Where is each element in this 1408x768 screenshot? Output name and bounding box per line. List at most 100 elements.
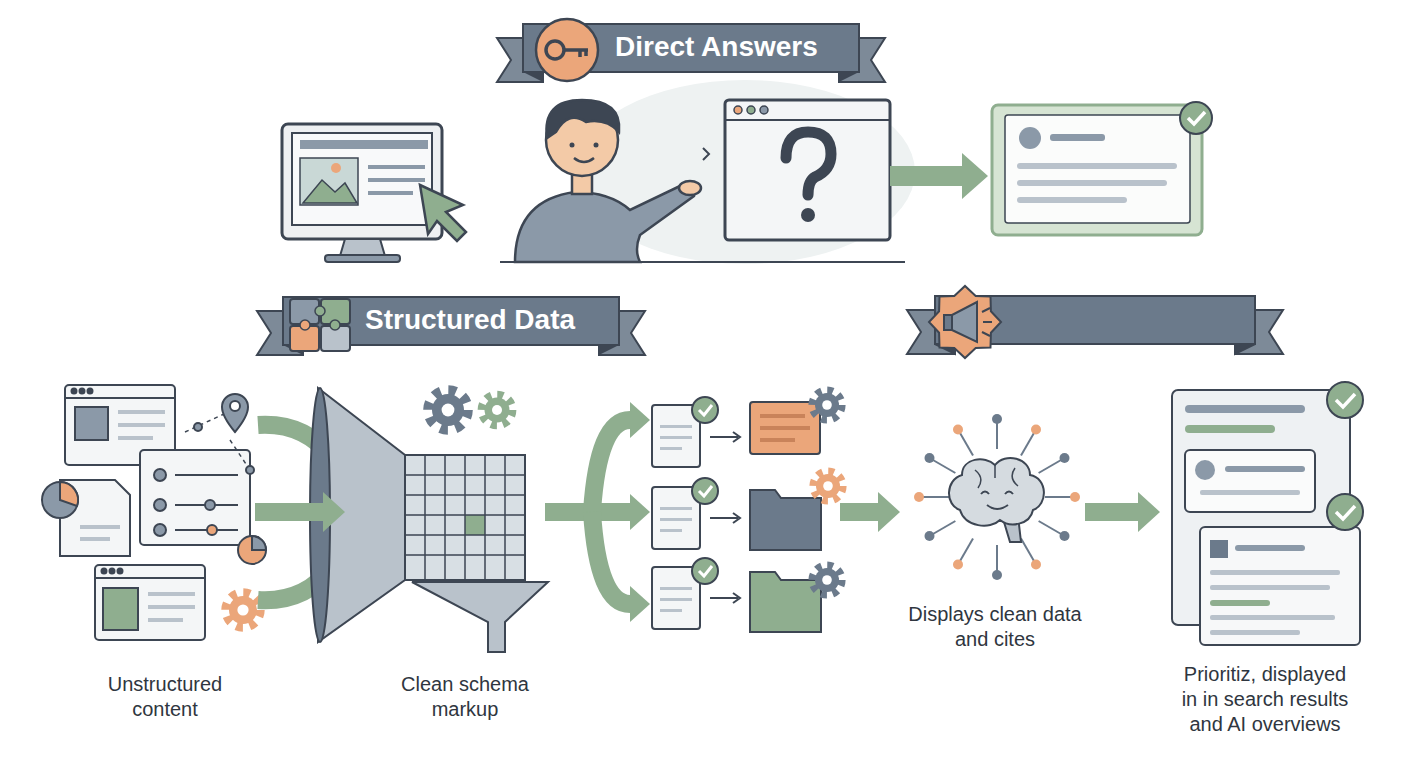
flow-connector	[1085, 492, 1160, 532]
content-icons	[194, 423, 202, 431]
content-icons	[80, 389, 85, 394]
checked-docs	[660, 529, 682, 532]
fork-arrows	[630, 586, 650, 622]
gear-icon	[429, 391, 467, 429]
content-icons	[102, 569, 107, 574]
brain-icon	[987, 505, 1008, 509]
empty-banner	[1235, 344, 1255, 354]
person-figure	[515, 100, 701, 262]
monitor-icon	[340, 239, 385, 256]
answer-card	[1188, 112, 1205, 124]
content-icons	[118, 569, 123, 574]
answer-card	[1017, 163, 1177, 169]
monitor-icon	[331, 163, 341, 173]
question-window	[801, 208, 815, 222]
person-figure	[546, 100, 619, 138]
content-icons	[80, 525, 120, 529]
content-icons	[95, 577, 205, 579]
content-icons	[65, 397, 175, 399]
checked-docs	[760, 426, 810, 430]
brain-icon	[1060, 531, 1070, 541]
results-page	[1210, 585, 1330, 590]
results-page	[1235, 545, 1305, 551]
brain-icon	[992, 570, 1002, 580]
answer-card	[1005, 115, 1190, 223]
empty-banner	[952, 302, 977, 342]
brain-icon	[925, 531, 935, 541]
content-icons	[148, 592, 195, 596]
checked-docs	[660, 518, 692, 521]
banner-title: Structured Data	[365, 302, 575, 338]
results-page	[1210, 600, 1270, 606]
answer-card	[992, 102, 1212, 235]
results-page	[1210, 630, 1300, 635]
gear-icon	[482, 395, 512, 425]
monitor-icon	[325, 255, 400, 262]
banner-shape	[546, 41, 564, 59]
checked-docs	[692, 478, 718, 504]
monitor-icon	[420, 185, 466, 241]
content-icons	[205, 500, 215, 510]
checked-docs	[760, 438, 795, 442]
brain-icon	[1031, 425, 1041, 435]
chevron-symbol	[703, 148, 709, 160]
results-page	[1210, 570, 1340, 575]
results-page	[1195, 460, 1215, 480]
content-icons	[110, 569, 115, 574]
content-icons	[154, 524, 166, 536]
results-page	[1185, 425, 1275, 433]
results-page	[1200, 527, 1360, 645]
content-icons	[88, 389, 93, 394]
banner-shape	[839, 72, 859, 82]
checked-docs	[750, 490, 821, 550]
content-icons	[154, 469, 166, 481]
results-page	[1327, 382, 1363, 418]
content-icons	[60, 480, 130, 556]
brain-icon	[953, 560, 963, 570]
answer-card	[1019, 127, 1041, 149]
content-icons	[246, 466, 254, 474]
content-icons	[42, 385, 266, 640]
checked-docs	[699, 566, 712, 576]
flow-arrow	[840, 492, 900, 532]
content-icons	[75, 407, 108, 440]
checked-docs	[699, 486, 712, 496]
checked-docs	[750, 572, 821, 632]
content-icons	[95, 565, 205, 640]
content-icons	[252, 536, 266, 550]
banner-shape	[536, 19, 598, 81]
banner-shape	[564, 50, 588, 57]
funnel-shape	[405, 455, 525, 580]
content-icons	[118, 436, 153, 440]
brain-icon	[919, 419, 1075, 575]
checked-docs	[652, 397, 821, 632]
monitor-icon	[368, 165, 425, 169]
empty-banner	[907, 286, 1283, 358]
flow-arrow	[890, 153, 988, 199]
person-figure	[574, 158, 594, 162]
brain-icon	[981, 492, 1013, 495]
results-page	[1185, 405, 1305, 413]
funnel-shape	[412, 582, 548, 652]
schema-funnel: Clean schema markup	[345, 380, 585, 730]
fork-arrows	[592, 512, 630, 604]
content-icons	[238, 536, 266, 564]
brain-icon	[925, 453, 935, 463]
fork-arrows	[545, 402, 650, 622]
monitor-icon	[368, 191, 413, 195]
content-icons	[118, 410, 165, 414]
content-icons	[222, 394, 248, 432]
step-caption: Unstructured content	[95, 672, 235, 722]
checked-docs	[660, 436, 692, 439]
checked-docs	[699, 405, 712, 415]
step-caption: Clean schema markup	[390, 672, 540, 722]
monitor-icon	[303, 180, 357, 203]
person-figure	[515, 184, 694, 262]
funnel-shape	[310, 388, 330, 642]
funnel-shape	[405, 455, 525, 580]
monitor-icon	[368, 178, 425, 182]
answer-card	[1180, 102, 1212, 134]
question-window	[760, 106, 768, 114]
results-page	[1172, 390, 1350, 625]
